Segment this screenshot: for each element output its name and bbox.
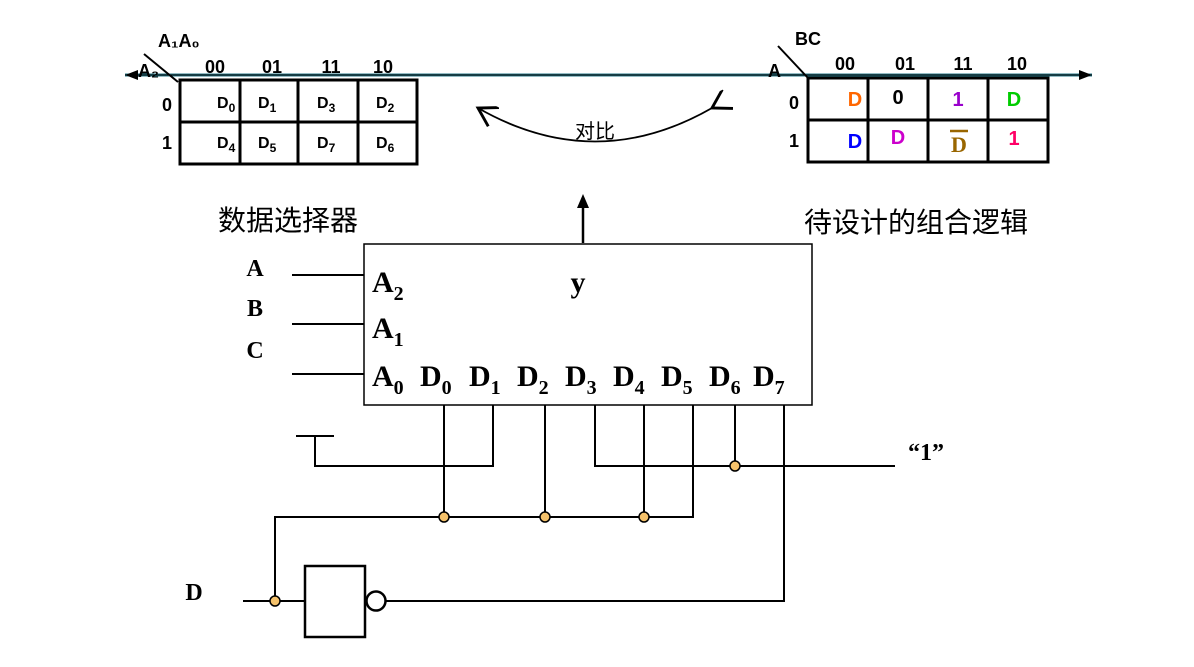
- kmap-target-col-header: 11: [953, 54, 972, 74]
- mux-output-arrow: [577, 194, 589, 243]
- kmap-target-grid: [806, 76, 1050, 164]
- mux-pin-d4: D4: [613, 360, 645, 399]
- mux-pin-d6: D6: [709, 360, 741, 399]
- mux-pin-d0: D0: [420, 360, 452, 399]
- kmap-target-row-header: 0: [789, 93, 799, 113]
- kmap-target-col-header: 00: [835, 54, 855, 74]
- not-gate-bubble: [365, 590, 387, 612]
- junction-dot: [638, 511, 650, 523]
- compare-arc: 对比: [478, 108, 712, 143]
- kmap-mux-col-header: 01: [262, 57, 282, 77]
- mux-pin-d5: D5: [661, 360, 693, 399]
- input-label-a: A: [246, 256, 264, 282]
- kmap-mux-cell: D4: [217, 135, 236, 155]
- compare-label: 对比: [575, 119, 615, 143]
- select-inputs: A B C: [246, 256, 364, 375]
- svg-text:D: D: [951, 132, 967, 157]
- kmap-target-row-var: A: [768, 61, 781, 81]
- junction-dots: [269, 460, 741, 607]
- kmap-mux-col-header: 11: [321, 57, 340, 77]
- kmap-target-cell-d-bar: D: [950, 129, 968, 157]
- kmap-mux-row-header: 1: [162, 133, 172, 153]
- kmap-target-corner-diagonal: [777, 45, 809, 79]
- kmap-target-cell: 1: [952, 89, 963, 111]
- not-gate: [303, 564, 387, 639]
- kmap-mux: A₁A₀ A₂ 00 01 11 10 0 1 D0 D1 D3 D2 D4 D…: [138, 31, 419, 237]
- kmap-mux-caption: 数据选择器: [218, 204, 358, 237]
- kmap-mux-cell: D7: [317, 135, 336, 155]
- wire-d-bus: [274, 405, 694, 601]
- kmap-target-caption: 待设计的组合逻辑: [804, 206, 1028, 239]
- kmap-mux-col-header: 10: [373, 57, 393, 77]
- mux-pin-a1: A1: [372, 312, 404, 351]
- kmap-mux-corner-diagonal: [143, 53, 179, 83]
- mux-pin-d3: D3: [565, 360, 597, 399]
- kmap-target-cell: D: [848, 89, 862, 111]
- kmap-target-cell: 1: [1008, 128, 1019, 150]
- kmap-target-cell: D: [1007, 89, 1021, 111]
- kmap-mux-cell: D3: [317, 95, 336, 115]
- kmap-mux-cell: D1: [258, 95, 277, 115]
- input-label-d: D: [185, 580, 202, 606]
- junction-dot: [729, 460, 741, 472]
- wire-ground-d1: [314, 405, 494, 467]
- junction-dot: [539, 511, 551, 523]
- kmap-target-cell: 0: [892, 87, 903, 109]
- kmap-mux-cell: D5: [258, 135, 277, 155]
- kmap-target: BC A 00 01 11 10 0 1 D 0 1 D D D D 1 待设计…: [768, 29, 1050, 239]
- kmap-mux-cell: D6: [376, 135, 395, 155]
- kmap-mux-col-header: 00: [205, 57, 225, 77]
- mux-pin-a2: A2: [372, 266, 404, 305]
- mux-pin-d1: D1: [469, 360, 501, 399]
- kmap-target-row-header: 1: [789, 131, 799, 151]
- top-axis-line: [125, 70, 1092, 80]
- mux-pin-d2: D2: [517, 360, 549, 399]
- kmap-mux-row-var: A₂: [138, 61, 159, 81]
- junction-dot: [269, 595, 281, 607]
- const-one-label: “1”: [908, 440, 944, 466]
- wire-one-bus: [594, 405, 895, 467]
- junction-dot: [438, 511, 450, 523]
- data-wiring: [243, 405, 895, 602]
- kmap-target-cell: D: [848, 131, 862, 153]
- kmap-target-col-var: BC: [795, 29, 821, 49]
- wire-dbar-d7: [386, 405, 785, 602]
- input-label-b: B: [247, 296, 263, 322]
- kmap-target-cell: D: [891, 127, 905, 149]
- mux-output-label: y: [571, 266, 586, 299]
- mux-block: y A2 A1 A0 D0 D1 D2 D3 D4 D5 D6 D7: [363, 243, 813, 406]
- kmap-mux-row-header: 0: [162, 95, 172, 115]
- kmap-target-col-header: 10: [1007, 54, 1027, 74]
- kmap-mux-cell: D2: [376, 95, 395, 115]
- input-label-c: C: [246, 338, 263, 364]
- kmap-mux-cell: D0: [217, 95, 236, 115]
- kmap-target-col-header: 01: [895, 54, 915, 74]
- mux-pin-a0: A0: [372, 360, 404, 399]
- mux-pin-d7: D7: [753, 360, 785, 399]
- kmap-mux-col-var: A₁A₀: [158, 31, 200, 51]
- kmap-mux-grid: [178, 78, 419, 166]
